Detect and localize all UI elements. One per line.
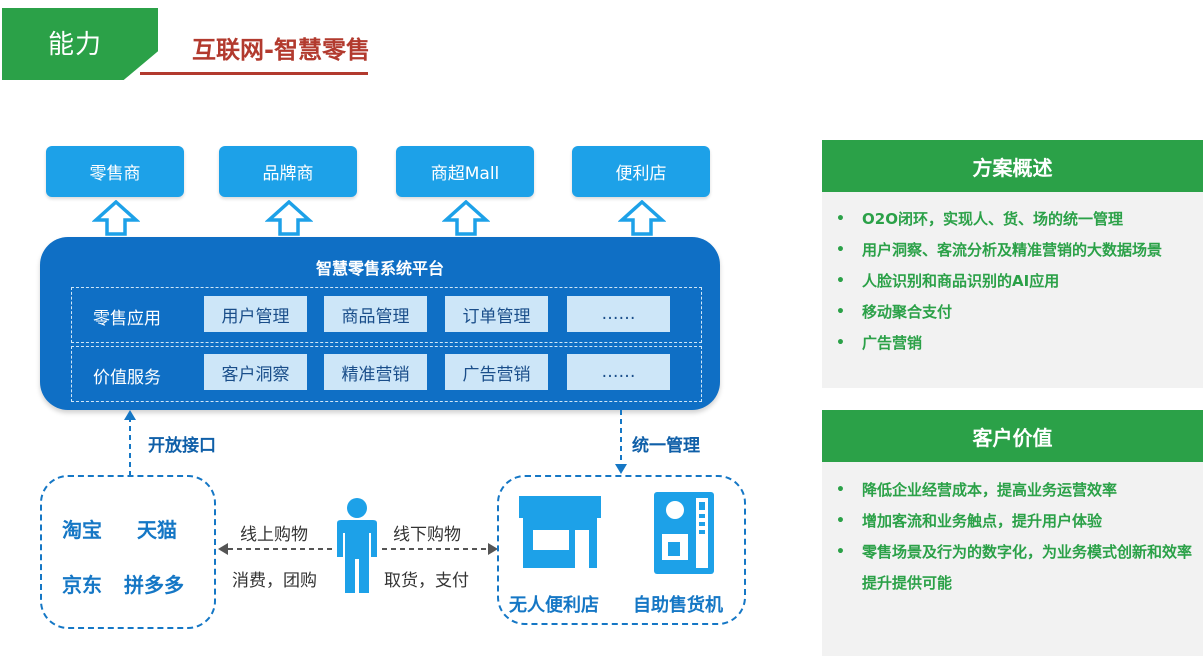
pill-ad-marketing: 广告营销 (445, 354, 548, 390)
platform-pinduoduo: 拼多多 (124, 573, 184, 597)
offline-shopping-title: 线下购物 (393, 525, 461, 545)
page-title: 互联网-智慧零售 (192, 36, 370, 64)
value-item: 零售场景及行为的数字化，为业务模式创新和效率提升提供可能 (834, 537, 1196, 599)
up-arrow-icon (442, 200, 490, 236)
online-shopping-title: 线上购物 (240, 525, 308, 545)
vending-machine-label: 自助售货机 (633, 595, 723, 616)
overview-item: 移动聚合支付 (834, 297, 1196, 328)
unified-mgmt-label: 统一管理 (632, 436, 700, 456)
open-api-arrow (124, 410, 136, 476)
row-retail-apps (71, 287, 702, 343)
value-list: 降低企业经营成本，提高业务运营效率 增加客流和业务触点，提升用户体验 零售场景及… (834, 475, 1196, 599)
up-arrow-icon (265, 200, 313, 236)
row-label-retail-apps: 零售应用 (93, 309, 161, 329)
overview-list: O2O闭环，实现人、货、场的统一管理 用户洞察、客流分析及精准营销的大数据场景 … (834, 204, 1196, 359)
overview-title: 方案概述 (822, 140, 1203, 192)
section-tab (2, 8, 158, 80)
platform-tmall: 天猫 (137, 518, 177, 542)
online-platforms-box (40, 475, 216, 629)
vending-machine-icon (654, 492, 714, 574)
overview-item: 广告营销 (834, 328, 1196, 359)
overview-item: 人脸识别和商品识别的AI应用 (834, 266, 1196, 297)
pill-customer-insight: 客户洞察 (204, 354, 307, 390)
overview-item: O2O闭环，实现人、货、场的统一管理 (834, 204, 1196, 235)
value-item: 增加客流和业务触点，提升用户体验 (834, 506, 1196, 537)
pill-order-mgmt: 订单管理 (445, 296, 548, 332)
up-arrow-icon (618, 200, 666, 236)
online-shopping-desc: 消费，团购 (232, 571, 317, 591)
value-title: 客户价值 (822, 410, 1203, 462)
platform-taobao: 淘宝 (62, 518, 102, 542)
pill-precision-marketing: 精准营销 (324, 354, 427, 390)
platform-title: 智慧零售系统平台 (315, 259, 444, 278)
platform-jd: 京东 (62, 573, 102, 597)
online-shopping-arrow (218, 543, 334, 555)
person-icon (337, 498, 377, 593)
offline-shopping-desc: 取货，支付 (384, 571, 469, 591)
box-brand: 品牌商 (219, 146, 357, 197)
box-convenience-store: 便利店 (572, 146, 710, 197)
section-tab-label: 能力 (48, 30, 103, 60)
store-unmanned-label: 无人便利店 (509, 595, 599, 616)
offline-shopping-arrow (382, 543, 498, 555)
value-item: 降低企业经营成本，提高业务运营效率 (834, 475, 1196, 506)
pill-user-mgmt: 用户管理 (204, 296, 307, 332)
pill-more: …… (567, 354, 670, 390)
box-retailer: 零售商 (46, 146, 184, 197)
up-arrow-icon (92, 200, 140, 236)
open-api-label: 开放接口 (148, 436, 216, 456)
row-label-value-services: 价值服务 (93, 368, 161, 388)
store-icon (519, 496, 601, 568)
row-value-services (71, 346, 702, 402)
unified-mgmt-arrow (615, 410, 627, 474)
overview-item: 用户洞察、客流分析及精准营销的大数据场景 (834, 235, 1196, 266)
box-mall: 商超Mall (396, 146, 534, 197)
offline-stores-box (497, 475, 746, 625)
pill-more: …… (567, 296, 670, 332)
title-underline (140, 72, 368, 75)
pill-product-mgmt: 商品管理 (324, 296, 427, 332)
